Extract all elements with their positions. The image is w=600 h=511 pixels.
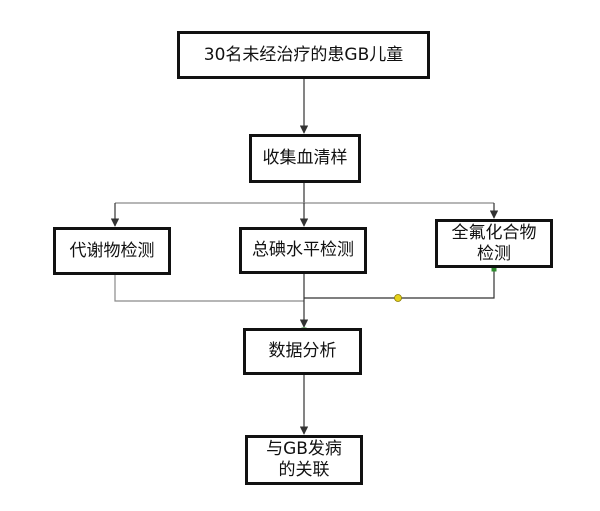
node-iodine[interactable]: 总碘水平检测 — [239, 227, 367, 274]
node-relation-label: 与GB发病的关联 — [266, 439, 342, 480]
node-root[interactable]: 30名未经治疗的患GB儿童 — [177, 31, 430, 79]
connector-handle-yellow[interactable] — [394, 294, 402, 302]
line-perfluoro-merge — [304, 268, 495, 299]
node-root-label: 30名未经治疗的患GB儿童 — [203, 44, 404, 65]
node-analysis-label: 数据分析 — [268, 341, 337, 361]
line-metab-merge — [114, 275, 304, 302]
node-collect[interactable]: 收集血清样 — [249, 134, 361, 183]
node-relation[interactable]: 与GB发病的关联 — [245, 435, 363, 485]
node-iodine-label: 总碘水平检测 — [252, 240, 354, 260]
node-perfluoro[interactable]: 全氟化合物检测 — [435, 219, 553, 268]
node-analysis[interactable]: 数据分析 — [243, 328, 362, 375]
connector-handle-green-1[interactable] — [491, 266, 497, 272]
node-metabolite[interactable]: 代谢物检测 — [53, 227, 171, 275]
node-perfluoro-label: 全氟化合物检测 — [451, 222, 537, 264]
node-collect-label: 收集血清样 — [262, 148, 348, 168]
node-metabolite-label: 代谢物检测 — [69, 240, 155, 261]
